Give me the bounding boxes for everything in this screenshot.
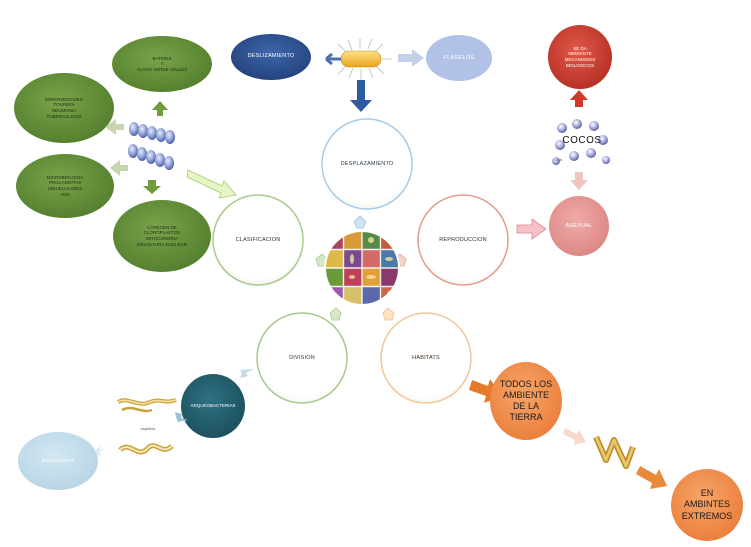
node-se-da-mediante[interactable] xyxy=(548,25,612,89)
label-asexual: ASEXUAL xyxy=(565,222,593,229)
label-clasificacion: CLASIFICACION xyxy=(235,236,281,243)
label-todos-los-ambientes: TODOS LOS AMBIENTE DE LA TIERRA xyxy=(499,378,553,423)
arrow-to-spirillum xyxy=(563,428,586,445)
bacillus-image xyxy=(330,38,392,80)
arrow-to-flagelos xyxy=(398,49,424,67)
arrow-to-arqueobacterias xyxy=(240,369,254,378)
connector-top xyxy=(353,215,367,229)
label-carecen: CARECEN DE CLOROPLASTOS MITOCONDRIA ENVO… xyxy=(137,224,187,247)
node-clasificacion[interactable] xyxy=(212,194,304,286)
node-arqueobacterias[interactable] xyxy=(181,374,245,438)
label-enfermedades: ENFERMEDADES TOSFERA NEUMONIA TUBERCULOS… xyxy=(45,96,83,119)
node-flagelos[interactable] xyxy=(426,35,492,81)
label-eubacterias: EUBACTERIAS xyxy=(42,458,74,464)
label-reproduccion: REPRODUCCION xyxy=(439,236,487,243)
connector-bottom-left xyxy=(329,307,342,321)
arrow-down-to-asexual xyxy=(570,172,588,190)
node-eubacterias[interactable] xyxy=(18,432,98,490)
arrow-small-arqueo xyxy=(175,412,188,422)
spirilos-image xyxy=(116,398,177,455)
arrow-to-deslizamiento xyxy=(325,52,341,66)
connector-bottom-right xyxy=(382,307,395,321)
label-habitats: HABITATS xyxy=(412,354,440,361)
arrow-left-to-microbiologia xyxy=(110,160,128,176)
node-enfermedades[interactable] xyxy=(14,73,114,143)
node-bacterias-algas[interactable] xyxy=(112,36,212,92)
spirillum-image xyxy=(593,435,636,469)
node-habitats[interactable] xyxy=(380,312,472,404)
arrow-to-extremos xyxy=(636,466,667,489)
arrow-to-clasificacion xyxy=(186,169,237,199)
streptococcus-image xyxy=(128,122,175,170)
label-deslizamiento: DESLIZAMIENTO xyxy=(247,52,295,59)
node-asexual[interactable] xyxy=(549,196,609,256)
node-todos-los-ambientes[interactable] xyxy=(490,362,562,440)
label-bacterias-algas: BATERIS Y ALGAS VERDE AZULES xyxy=(136,55,188,72)
label-division: DIVISION xyxy=(289,354,315,361)
node-en-ambientes-extremos[interactable] xyxy=(671,469,743,541)
node-division[interactable] xyxy=(256,312,348,404)
label-microbiologia: MICROBIOLOGIA PROCARIOTAS UNICELULARES A… xyxy=(46,174,84,197)
arrow-to-asexual xyxy=(516,218,547,240)
node-reproduccion[interactable] xyxy=(417,194,509,286)
cocos-image xyxy=(552,119,610,165)
label-en-ambientes-extremos: EN AMBINTES EXTREMOS xyxy=(681,488,733,521)
label-desplazamiento: DESPLAZAMIENTO xyxy=(340,160,394,167)
label-cocos: COCOS xyxy=(562,134,602,146)
node-microbiologia[interactable] xyxy=(16,154,114,218)
arrow-up-to-bacterias xyxy=(152,101,168,116)
arrow-down-to-carecen xyxy=(143,180,161,194)
label-espirilos: espirilos xyxy=(140,425,156,431)
label-cocos-caption: rosa xyxy=(554,156,562,162)
arrow-left-to-enfermedades xyxy=(105,119,124,135)
label-arqueobacterias: ARQUEOBACTERIAS xyxy=(190,403,236,409)
label-flagelos: FLAGELOS xyxy=(443,54,475,61)
label-se-da-mediante: SE DA MEDIANTE MECANISMOS BIOLOGICOS xyxy=(564,45,596,68)
arrow-to-eubacterias xyxy=(94,446,109,457)
node-carecen[interactable] xyxy=(113,200,211,272)
arrow-up-to-se-da xyxy=(570,90,588,107)
node-deslizamiento[interactable] xyxy=(231,34,311,80)
node-desplazamiento[interactable] xyxy=(321,118,413,210)
arrow-down-to-desplazamiento xyxy=(350,80,372,112)
